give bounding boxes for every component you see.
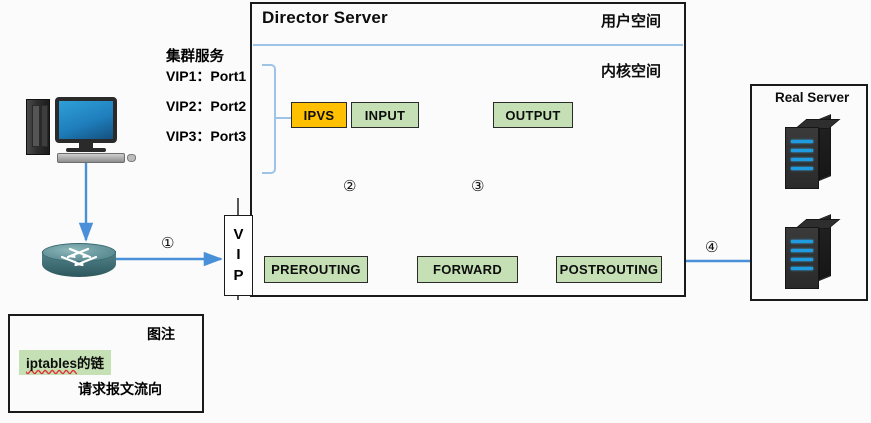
cluster-service-block: 集群服务 VIP1：Port1 VIP2：Port2 VIP3：Port3 (166, 50, 246, 159)
legend-flow-label: 请求报文流向 (78, 381, 162, 397)
server-led (791, 258, 813, 261)
pc-monitor-stand (79, 142, 93, 149)
cluster-service-heading: 集群服务 (166, 49, 224, 65)
cluster-service-bracket (262, 64, 276, 174)
server-led (791, 149, 813, 152)
router-arrows-icon (60, 247, 98, 267)
server-front-panel (785, 127, 819, 189)
real-server-title: Real Server (775, 90, 850, 105)
server-led (791, 240, 813, 243)
router-icon (42, 243, 116, 281)
step-marker-4: ④ (705, 238, 719, 256)
step-marker-2: ② (343, 177, 357, 195)
real-server-icon-1 (785, 114, 841, 189)
legend-chain-swatch: iptables的链 (19, 350, 112, 375)
pc-tower-icon (26, 99, 50, 155)
cluster-service-entry-1: VIP1：Port1 (166, 67, 247, 84)
cluster-service-entry-2: VIP2：Port2 (166, 97, 247, 114)
server-led (791, 267, 813, 270)
director-server-title: Director Server (262, 8, 388, 27)
ipvs-box[interactable]: IPVS (291, 102, 347, 128)
cluster-service-bracket-stem (276, 117, 292, 119)
step-marker-1: ① (161, 234, 175, 252)
step-marker-3: ③ (471, 177, 485, 195)
cluster-service-entry-3: VIP3：Port3 (166, 127, 247, 144)
kernel-space-label: 内核空间 (601, 63, 662, 80)
user-kernel-divider (253, 44, 683, 46)
legend-title: 图注 (147, 326, 175, 342)
pc-monitor-base (66, 148, 106, 152)
output-chain-box[interactable]: OUTPUT (493, 102, 573, 128)
server-front-panel (785, 227, 819, 289)
server-led (791, 167, 813, 170)
server-led (791, 140, 813, 143)
postrouting-chain-box[interactable]: POSTROUTING (556, 256, 662, 283)
legend-chain-suffix: 的链 (77, 356, 105, 371)
legend-chain-code: iptables (26, 356, 78, 371)
pc-mouse-icon (127, 154, 136, 162)
server-led (791, 249, 813, 252)
vip-letter-i: I (236, 246, 241, 264)
input-chain-box[interactable]: INPUT (351, 102, 419, 128)
pc-keyboard-icon (57, 153, 125, 163)
server-led (791, 158, 813, 161)
user-space-label: 用户空间 (601, 13, 662, 30)
vip-letter-p: P (233, 266, 244, 284)
prerouting-chain-box[interactable]: PREROUTING (264, 256, 368, 283)
forward-chain-box[interactable]: FORWARD (417, 256, 518, 283)
pc-monitor-icon (55, 97, 117, 143)
real-server-icon-2 (785, 214, 841, 289)
vip-box[interactable]: V I P (224, 215, 253, 296)
director-server-frame (250, 2, 686, 297)
vip-letter-v: V (233, 226, 244, 244)
